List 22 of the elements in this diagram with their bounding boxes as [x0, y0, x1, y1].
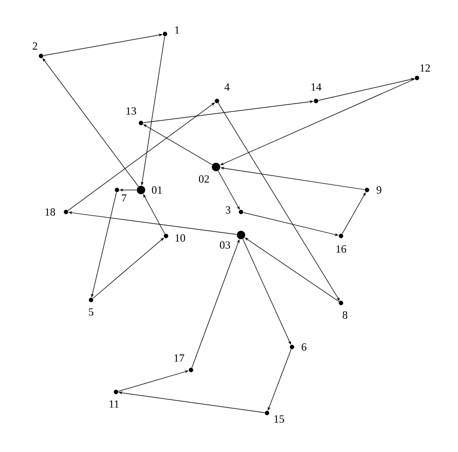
- point-label: 13: [126, 107, 136, 115]
- point-label: 02: [198, 175, 209, 183]
- point-label: 16: [336, 245, 346, 253]
- point-label: 9: [376, 186, 382, 194]
- point-label: 03: [220, 241, 230, 249]
- point-label: 7: [122, 194, 126, 202]
- point-label: 6: [302, 343, 306, 351]
- point-label: 8: [342, 311, 348, 319]
- point-label: 5: [88, 308, 94, 316]
- point-label: 15: [274, 415, 284, 423]
- point-label: 18: [45, 208, 56, 216]
- point-label: 14: [311, 83, 322, 91]
- point-label: 11: [110, 400, 119, 408]
- point-label: 3: [226, 206, 230, 214]
- point-label: 4: [224, 83, 230, 91]
- point-label: 2: [32, 42, 38, 50]
- point-label: 12: [420, 64, 430, 72]
- point-label: 17: [174, 354, 184, 362]
- point-label: 1: [175, 26, 180, 34]
- arrow: [218, 102, 340, 301]
- point-label: 10: [175, 234, 186, 242]
- point-label: 01: [152, 186, 162, 194]
